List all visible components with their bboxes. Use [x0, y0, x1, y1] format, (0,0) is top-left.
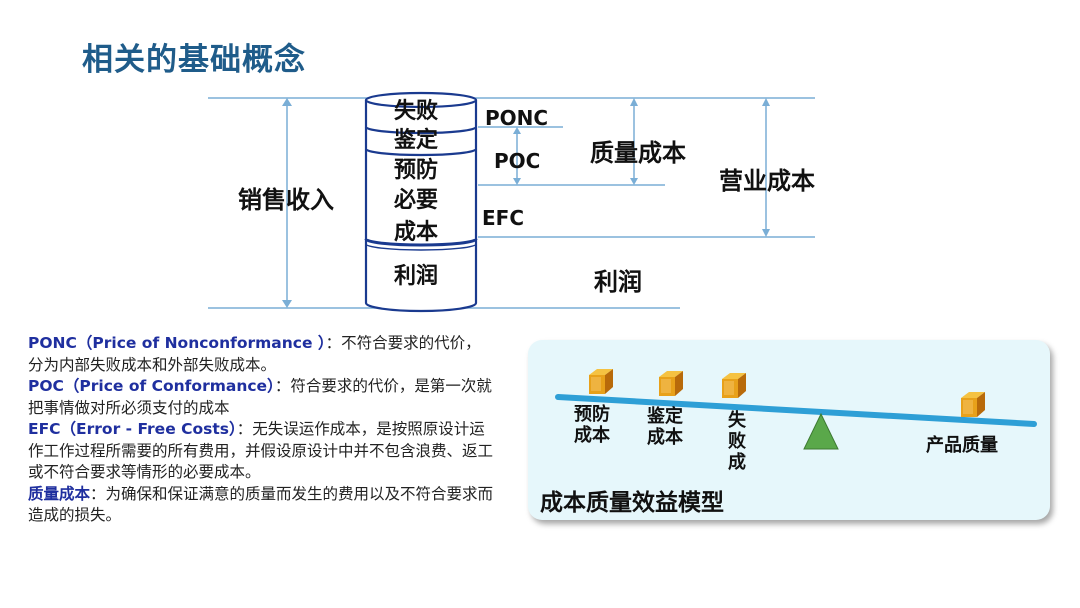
text-poc: ：符合要求的代价，是第一次就把事情做对所必须支付的成本 — [28, 377, 492, 417]
beam — [555, 394, 1037, 427]
fulcrum-triangle — [803, 412, 839, 450]
failure-cube-icon — [722, 373, 746, 398]
prevention-cost-label: 预防成本 — [574, 404, 610, 446]
ponc-label: PONC — [485, 106, 549, 130]
cylinder-label-prevention: 预防 — [394, 158, 439, 183]
page-title: 相关的基础概念 — [82, 42, 306, 78]
cylinder-label-appraisal: 鉴定 — [394, 128, 439, 153]
term-ponc: PONC（Price of Nonconformance ） — [28, 334, 326, 352]
prevention-cube-icon — [589, 369, 613, 394]
cylinder-label-profit: 利润 — [394, 264, 439, 289]
failure-cost-label: 失败成 — [728, 410, 746, 473]
definition-poc: POC（Price of Conformance）：符合要求的代价，是第一次就把… — [28, 376, 496, 419]
profit-label: 利润 — [594, 268, 642, 296]
product-quality-label: 产品质量 — [926, 435, 998, 456]
balance-scale — [555, 394, 1037, 450]
operating-cost-label: 营业成本 — [719, 167, 815, 195]
sales-revenue-label: 销售收入 — [238, 186, 334, 214]
cost-quality-model-panel: 预防成本 鉴定成本 失败成 产品质量 成本质量效益模型 — [528, 340, 1050, 520]
cost-structure-diagram — [208, 91, 815, 313]
cylinder-label-cost: 成本 — [394, 220, 439, 245]
appraisal-cost-label: 鉴定成本 — [647, 406, 683, 448]
term-quality-cost: 质量成本 — [28, 484, 91, 503]
text-efc: ：无失误运作成本，是按照原设计运作工作过程所需要的所有费用，并假设原设计中并不包… — [28, 420, 494, 481]
term-poc: POC（Price of Conformance） — [28, 377, 275, 395]
appraisal-cube-icon — [659, 371, 683, 396]
cylinder-label-failure: 失败 — [394, 99, 439, 124]
definition-quality-cost: 质量成本：为确保和保证满意的质量而发生的费用以及不符合要求而造成的损失。 — [28, 484, 496, 527]
definition-efc: EFC（Error - Free Costs）：无失误运作成本，是按照原设计运作… — [28, 419, 496, 484]
cylinder-label-necessary: 必要 — [394, 188, 439, 213]
quality-cost-label: 质量成本 — [590, 139, 686, 167]
model-title: 成本质量效益模型 — [540, 490, 724, 516]
efc-label: EFC — [482, 206, 525, 230]
text-quality-cost: ：为确保和保证满意的质量而发生的费用以及不符合要求而造成的损失。 — [28, 484, 494, 525]
term-efc: EFC（Error - Free Costs） — [28, 420, 237, 438]
quality-cube-icon — [961, 392, 985, 417]
text-ponc: ：不符合要求的代价，分为内部失败成本和外部失败成本。 — [28, 334, 481, 374]
definition-ponc: PONC（Price of Nonconformance ）：不符合要求的代价，… — [28, 333, 496, 376]
definitions: PONC（Price of Nonconformance ）：不符合要求的代价，… — [28, 333, 496, 527]
cost-cylinder — [364, 91, 478, 313]
poc-label: POC — [494, 149, 541, 173]
